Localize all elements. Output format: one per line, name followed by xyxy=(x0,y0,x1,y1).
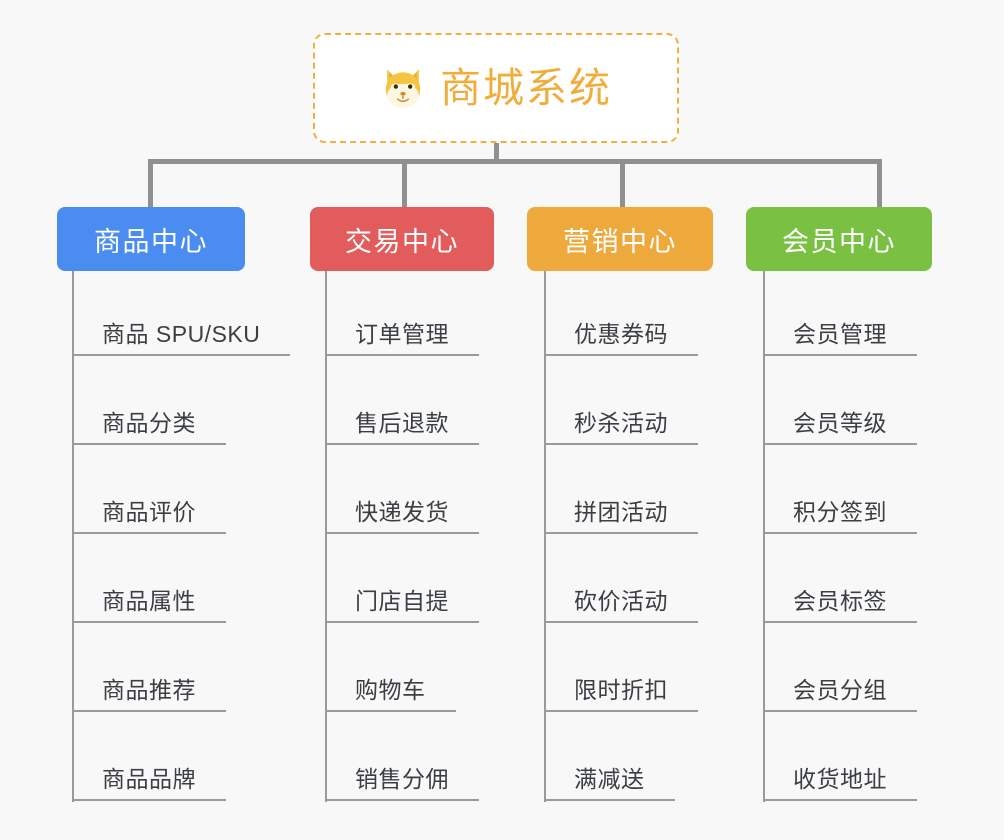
connector-drop-marketing xyxy=(620,160,625,207)
leaf-item-underline xyxy=(325,799,479,801)
leaf-item-label: 商品推荐 xyxy=(102,677,196,703)
leaf-item-underline xyxy=(325,621,479,623)
leaf-item-underline xyxy=(544,443,698,445)
category-box-product[interactable]: 商品中心 xyxy=(57,207,245,271)
category-label: 营销中心 xyxy=(563,226,677,257)
column-spine-product xyxy=(72,271,74,802)
leaf-item-underline xyxy=(763,621,917,623)
connector-drop-trade xyxy=(402,160,407,207)
leaf-item-underline xyxy=(72,710,226,712)
category-box-member[interactable]: 会员中心 xyxy=(746,207,932,271)
leaf-item-underline xyxy=(72,443,226,445)
leaf-item-underline xyxy=(544,799,675,801)
leaf-item-label: 限时折扣 xyxy=(574,677,668,703)
column-spine-trade xyxy=(325,271,327,802)
leaf-item-label: 商品 SPU/SKU xyxy=(102,321,261,347)
connector-root-stem xyxy=(494,143,499,162)
leaf-item-label: 会员标签 xyxy=(793,588,887,614)
leaf-item-label: 销售分佣 xyxy=(355,766,449,792)
leaf-item-underline xyxy=(72,532,226,534)
leaf-item-label: 优惠券码 xyxy=(574,321,668,347)
category-label: 商品中心 xyxy=(94,226,208,257)
leaf-item-underline xyxy=(544,354,698,356)
leaf-item-label: 秒杀活动 xyxy=(574,410,668,436)
leaf-item-label: 购物车 xyxy=(355,677,426,703)
leaf-item-underline xyxy=(325,354,479,356)
leaf-item-underline xyxy=(72,621,226,623)
leaf-item-label: 商品品牌 xyxy=(102,766,196,792)
leaf-item-underline xyxy=(763,799,917,801)
root-node-shop-system[interactable]: 商城系统 xyxy=(313,33,679,143)
leaf-item-label: 会员管理 xyxy=(793,321,887,347)
leaf-item-underline xyxy=(763,532,917,534)
leaf-item-underline xyxy=(72,354,290,356)
leaf-item-underline xyxy=(544,710,698,712)
leaf-item-label: 积分签到 xyxy=(793,499,887,525)
leaf-item-label: 快递发货 xyxy=(355,499,449,525)
leaf-item-label: 砍价活动 xyxy=(574,588,668,614)
leaf-item-label: 会员分组 xyxy=(793,677,887,703)
leaf-item-underline xyxy=(763,710,917,712)
connector-drop-product xyxy=(148,160,153,207)
leaf-item-underline xyxy=(325,710,456,712)
leaf-item-label: 满减送 xyxy=(574,766,645,792)
connector-horizontal-bus xyxy=(148,159,882,164)
leaf-item-label: 门店自提 xyxy=(355,588,449,614)
leaf-item-underline xyxy=(763,354,917,356)
leaf-item-label: 商品属性 xyxy=(102,588,196,614)
column-spine-member xyxy=(763,271,765,802)
shiba-inu-dog-face-icon xyxy=(380,65,426,111)
leaf-item-label: 会员等级 xyxy=(793,410,887,436)
leaf-item-label: 商品评价 xyxy=(102,499,196,525)
leaf-item-underline xyxy=(544,532,698,534)
leaf-item-underline xyxy=(72,799,226,801)
connector-drop-member xyxy=(877,160,882,207)
leaf-item-underline xyxy=(763,443,917,445)
leaf-item-label: 订单管理 xyxy=(355,321,449,347)
leaf-item-label: 拼团活动 xyxy=(574,499,668,525)
leaf-item-underline xyxy=(325,443,479,445)
category-box-marketing[interactable]: 营销中心 xyxy=(527,207,713,271)
category-label: 会员中心 xyxy=(782,226,896,257)
category-box-trade[interactable]: 交易中心 xyxy=(310,207,494,271)
leaf-item-underline xyxy=(325,532,479,534)
root-node-title: 商城系统 xyxy=(440,64,612,111)
leaf-item-label: 售后退款 xyxy=(355,410,449,436)
leaf-item-underline xyxy=(544,621,698,623)
leaf-item-label: 商品分类 xyxy=(102,410,196,436)
leaf-item-label: 收货地址 xyxy=(793,766,887,792)
category-label: 交易中心 xyxy=(345,226,459,257)
column-spine-marketing xyxy=(544,271,546,802)
